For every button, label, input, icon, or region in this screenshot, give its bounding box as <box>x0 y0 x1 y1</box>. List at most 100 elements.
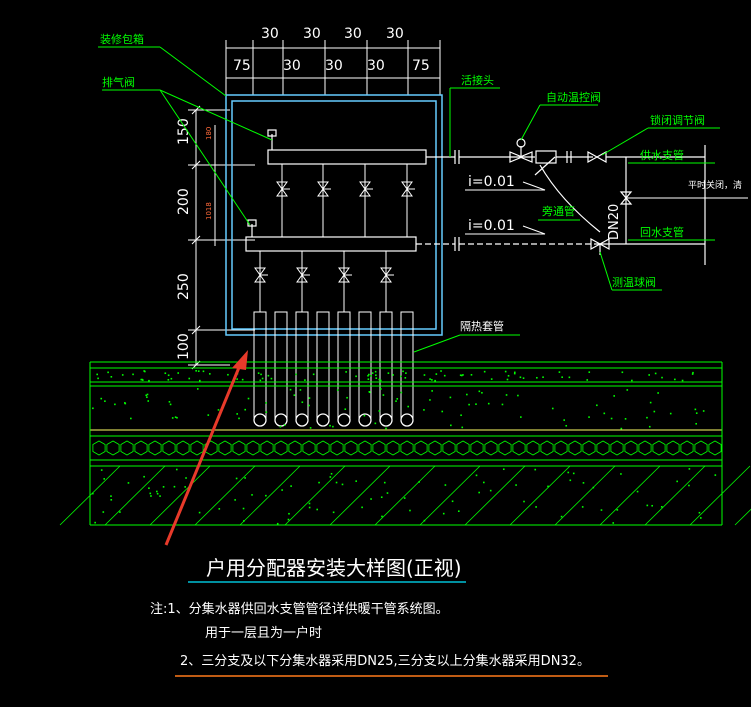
hatch-mark <box>156 492 159 495</box>
hatch-mark <box>501 403 504 406</box>
hatch-mark <box>512 440 526 456</box>
hatch-mark <box>188 377 191 380</box>
hatch-mark <box>431 390 433 392</box>
hatch-mark <box>652 440 666 456</box>
hatch-mark <box>699 517 702 519</box>
hatch-mark <box>582 440 596 456</box>
hatch-mark <box>428 440 442 456</box>
red-arrow <box>164 350 248 546</box>
hatch-mark <box>260 440 274 456</box>
hatch-mark <box>490 378 493 380</box>
hatch-mark <box>281 489 283 491</box>
hatch-mark <box>309 427 312 429</box>
hatch-mark <box>581 506 584 508</box>
hatch-mark <box>318 481 320 484</box>
hatch-mark <box>244 408 247 411</box>
hatch-mark <box>196 388 199 390</box>
hatch-mark <box>381 515 383 518</box>
hatch-mark <box>395 400 397 402</box>
hatch-mark <box>236 378 238 380</box>
hatch-mark <box>121 374 124 376</box>
top-dimensions <box>225 40 441 95</box>
dim-top-4: 30 <box>386 26 404 42</box>
hatch-mark <box>464 465 526 526</box>
hatch-mark <box>170 377 173 380</box>
label-return-branch: 回水支管 <box>640 225 684 239</box>
hatch-mark <box>481 391 483 394</box>
hatch-mark <box>379 379 382 382</box>
hatch-mark <box>502 468 505 471</box>
hatch-mark <box>259 379 262 382</box>
hatch-mark <box>185 477 187 479</box>
hatch-mark <box>517 394 519 397</box>
hatch-mark <box>162 440 176 456</box>
hatch-mark <box>646 504 649 507</box>
hatch-mark <box>429 399 431 401</box>
hatch-mark <box>283 424 286 426</box>
hatch-mark <box>691 373 694 375</box>
hatch-mark <box>110 499 113 501</box>
hatch-mark <box>143 475 145 478</box>
hatch-mark <box>695 412 698 414</box>
hatch-mark <box>429 378 431 380</box>
hatch-mark <box>661 376 663 379</box>
hatch-mark <box>519 376 522 379</box>
hatch-mark <box>218 440 232 456</box>
hatch-mark <box>631 379 633 382</box>
hatch-mark <box>506 378 509 381</box>
hatch-mark <box>444 484 447 486</box>
hatch-mark <box>287 518 290 521</box>
hatch-mark <box>92 492 94 495</box>
hatch-mark <box>676 480 678 483</box>
hatch-mark <box>515 484 517 486</box>
label-supply-branch: 供水支管 <box>640 148 684 162</box>
hatch-mark <box>649 401 652 404</box>
hatch-mark <box>148 379 150 382</box>
hatch-mark <box>239 465 301 526</box>
hatch-mark <box>648 425 651 428</box>
hatch-mark <box>369 391 371 394</box>
hatch-mark <box>148 440 162 456</box>
hatch-mark <box>120 440 134 456</box>
hatch-mark <box>380 496 383 499</box>
hatch-mark <box>302 440 316 456</box>
hatch-mark <box>653 410 656 413</box>
hatch-mark <box>149 465 211 526</box>
hatch-mark <box>459 374 462 377</box>
hatch-mark <box>257 372 260 374</box>
hatch-mark <box>610 417 613 420</box>
hatch-mark <box>681 379 684 382</box>
hatch-mark <box>114 403 116 406</box>
hatch-mark <box>520 416 522 418</box>
hatch-mark <box>386 492 389 494</box>
dim-small-1: 180 <box>205 127 213 140</box>
floor-hatch <box>59 370 751 526</box>
hatch-mark <box>146 393 149 396</box>
hatch-mark <box>567 471 570 474</box>
hatch-mark <box>288 440 302 456</box>
hatch-mark <box>104 400 106 402</box>
hatch-mark <box>478 491 480 494</box>
hatch-mark <box>329 465 391 526</box>
note-line-2: 用于一层且为一户时 <box>205 625 322 641</box>
hatch-mark <box>374 465 436 526</box>
hatch-mark <box>613 395 615 397</box>
hatch-mark <box>103 478 106 480</box>
hatch-mark <box>603 412 606 415</box>
hatch-mark <box>450 424 452 427</box>
hatch-mark <box>241 378 244 381</box>
hatch-mark <box>379 388 382 390</box>
hatch-mark <box>149 492 152 495</box>
hatch-mark <box>599 465 661 526</box>
hatch-mark <box>620 473 622 475</box>
hatch-mark <box>59 465 121 526</box>
hatch-mark <box>344 440 358 456</box>
hatch-mark <box>110 376 113 378</box>
floor-section <box>89 361 723 526</box>
hatch-mark <box>434 379 436 382</box>
hatch-mark <box>308 506 311 509</box>
hatch-mark <box>94 521 96 524</box>
dim-left-200: 200 <box>176 188 192 215</box>
hatch-mark <box>385 427 387 430</box>
